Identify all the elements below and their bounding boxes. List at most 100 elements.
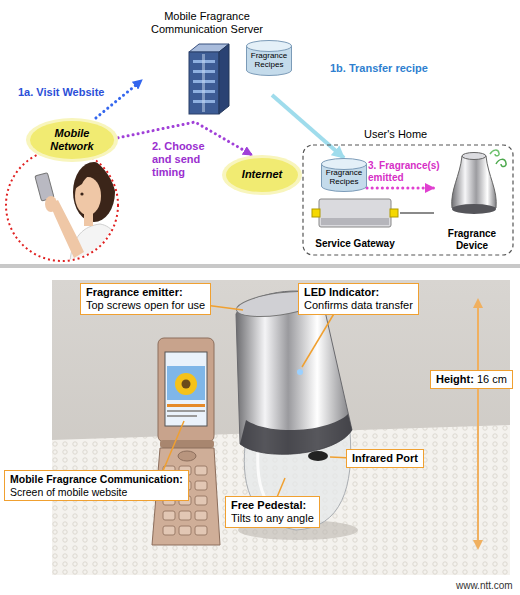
callout-text: Confirms data transfer xyxy=(304,299,413,312)
cylinder-side xyxy=(366,164,367,186)
callout-heading: Height: xyxy=(436,373,474,386)
phone-key xyxy=(195,496,207,505)
watermark: www.ntt.com xyxy=(456,580,513,591)
callout-box: LED Indicator:Confirms data transfer xyxy=(298,283,419,315)
sunflower xyxy=(175,373,197,395)
sunflower-center xyxy=(182,380,191,389)
device-body xyxy=(452,156,497,208)
phone-key xyxy=(195,511,207,520)
callout-box: Height:16 cm xyxy=(430,370,513,389)
phone-navkey xyxy=(178,451,196,461)
screen-bar xyxy=(167,404,205,407)
phone-key xyxy=(195,526,207,535)
flow-arrow xyxy=(367,187,434,190)
node-label: Internet xyxy=(242,168,282,181)
text-group: Height:16 cm xyxy=(436,373,507,386)
phone-key xyxy=(195,466,207,475)
flow-arrow xyxy=(272,95,344,158)
text-group: User's Home xyxy=(302,128,514,141)
callout-heading: Fragrance emitter: xyxy=(86,286,183,299)
flow-arrow xyxy=(96,80,142,118)
phone-key xyxy=(179,526,191,535)
text-group: LED Indicator:Confirms data transfer xyxy=(304,286,413,312)
node-label: Service Gateway xyxy=(315,238,395,250)
cylinder-side xyxy=(321,164,322,186)
infrared-window xyxy=(308,451,328,461)
user-neck xyxy=(84,212,93,226)
callout-heading: Infrared Port xyxy=(352,452,418,465)
callout-box: Free Pedestal:Tilts to any angle xyxy=(225,496,320,528)
cylinder-top xyxy=(247,41,292,52)
photo-wall xyxy=(52,280,510,575)
callout-heading: Mobile Fragrance Communication: xyxy=(10,473,183,486)
ellipse-fill xyxy=(226,158,298,192)
cylinder-side xyxy=(291,46,292,70)
ellipse-glow xyxy=(222,155,302,195)
leader-line xyxy=(302,312,335,367)
phone-screen xyxy=(165,352,207,426)
screen-line xyxy=(167,415,197,417)
text-group: Fragrance Device xyxy=(434,228,510,252)
database-cylinder: Fragrance Recipes xyxy=(246,40,292,76)
led-light xyxy=(297,369,303,375)
height-arrowhead xyxy=(473,298,483,308)
gateway-port xyxy=(312,209,320,217)
text-group: Service Gateway xyxy=(310,238,400,250)
edge-label: 2. Choose and send timing xyxy=(152,140,214,180)
scent-swirl xyxy=(490,150,499,156)
home-region: User's HomeFragrance RecipesService Gate… xyxy=(302,128,514,256)
ellipse-fill xyxy=(30,121,114,159)
callout-box: Mobile Fragrance Communication:Screen of… xyxy=(4,470,189,501)
dashed-border xyxy=(303,145,513,255)
edge-label: 1b. Transfer recipe xyxy=(330,62,428,75)
network-ellipse: Internet xyxy=(222,155,302,195)
phone-key xyxy=(163,511,175,520)
node-label: Mobile Network xyxy=(41,127,103,153)
user-hair xyxy=(73,162,115,222)
screen-line xyxy=(167,410,205,412)
separator-bar xyxy=(0,264,520,268)
text-group: Mobile Fragrance Communication:Screen of… xyxy=(10,473,183,498)
leader-lines xyxy=(160,305,352,502)
fragrance-device: Fragrance Device xyxy=(434,146,510,252)
text-group: Free Pedestal:Tilts to any angle xyxy=(231,499,314,525)
gateway-panel xyxy=(321,218,389,225)
callout-text: Screen of mobile website xyxy=(10,486,127,499)
callout-heading: Free Pedestal: xyxy=(231,499,306,512)
edge-label: 1a. Visit Website xyxy=(18,86,104,99)
user-circle xyxy=(6,149,118,261)
text-group: Fragrance emitter:Top screws open for us… xyxy=(86,286,205,312)
server-side xyxy=(219,44,229,114)
user-hand xyxy=(45,196,57,212)
callout-heading: LED Indicator: xyxy=(304,286,379,299)
phone-key xyxy=(195,481,207,490)
device-top xyxy=(462,153,486,160)
user-illustration xyxy=(6,149,122,262)
callout-text: Top screws open for use xyxy=(86,299,205,312)
node-label: Fragrance Recipes xyxy=(249,52,289,70)
user-ground xyxy=(6,149,118,261)
text-group: Mobile Network xyxy=(26,118,118,162)
phone-lid xyxy=(158,338,214,442)
gateway-port xyxy=(390,209,398,217)
text-group: Fragrance Recipes xyxy=(321,158,367,192)
ellipse-glow xyxy=(26,118,118,162)
device-base xyxy=(452,204,496,214)
text-group: Infrared Port xyxy=(352,452,418,465)
node-label: User's Home xyxy=(364,128,427,141)
gateway-device: Service Gateway xyxy=(310,195,400,251)
database-cylinder: Fragrance Recipes xyxy=(321,158,367,192)
screen-sky xyxy=(167,366,205,400)
scent-swirl xyxy=(496,159,506,166)
user-eye xyxy=(80,192,83,195)
text-group: Fragrance Recipes xyxy=(246,40,292,76)
text-group: Internet xyxy=(222,155,302,195)
callout-text: Tilts to any angle xyxy=(231,512,314,525)
server-front xyxy=(189,52,219,114)
height-arrowhead xyxy=(473,540,483,550)
network-ellipse: Mobile Network xyxy=(26,118,118,162)
phone-hinge xyxy=(160,440,214,448)
server-highlight xyxy=(202,54,205,112)
callout-text: 16 cm xyxy=(477,373,507,386)
